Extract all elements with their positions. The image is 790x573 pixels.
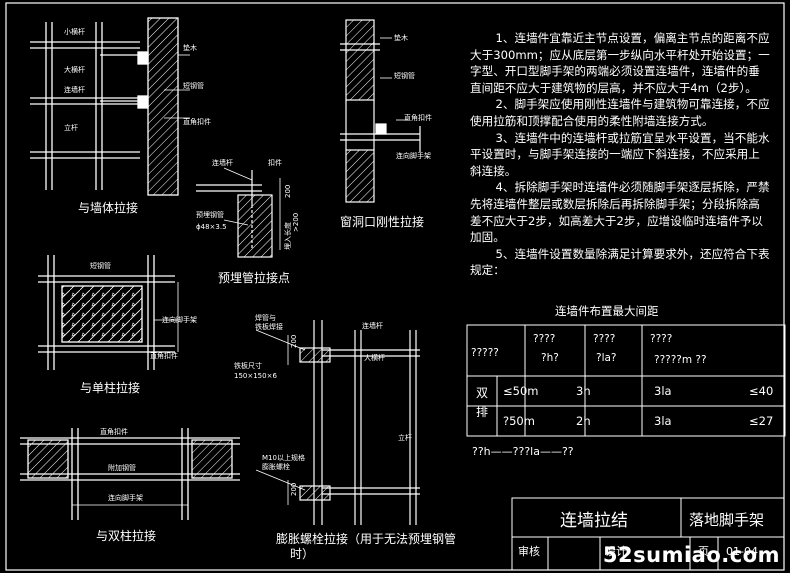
construction-notes: 1、连墙件宜靠近主节点设置，偏离主节点的距离不应大于300mm；应从底层第一步纵… xyxy=(470,30,770,279)
label-big-crossbar-2: 大横杆 xyxy=(364,353,385,362)
detail-wall-tie xyxy=(30,17,190,196)
table-header-horizontal: ???? xyxy=(593,333,615,345)
title-embed-pipe: 预埋管拉接点 xyxy=(218,270,290,285)
label-short-pipe: 短钢管 xyxy=(183,81,204,90)
row2-vertical: 2h xyxy=(576,414,591,428)
label-pipe-spec: ϕ48×3.5 xyxy=(196,223,227,231)
detail-window-tie xyxy=(340,19,421,203)
label-welded-seam: 焊管与 xyxy=(255,313,276,322)
label-short-pipe-2: 短钢管 xyxy=(394,71,415,80)
title-block-grid xyxy=(511,497,785,571)
label-dim-200-3: 200 xyxy=(290,483,298,496)
label-embedded-pipe: 预埋钢管 xyxy=(196,210,224,219)
table-header-horizontal-unit: ?la? xyxy=(596,352,617,364)
watermark: 52sumiao.com xyxy=(602,543,780,567)
label-dim-200: 200 xyxy=(284,185,292,198)
row1-height: ≤50m xyxy=(503,384,538,398)
note-2: 2、脚手架应使用刚性连墙件与建筑物可靠连接，不应使用拉筋和顶撑配合使用的柔性附墙… xyxy=(470,97,770,128)
label-bolt-2: 膨胀螺栓 xyxy=(262,462,290,471)
row2-horizontal: 3la xyxy=(654,414,672,428)
label-wall-tie-rod: 连墙杆 xyxy=(64,85,85,94)
label-upright-2: 立杆 xyxy=(398,433,412,442)
label-dim-ge200: >200 xyxy=(292,213,300,232)
note-5: 5、连墙件设置数量除满足计算要求外，还应符合下表规定： xyxy=(470,246,770,278)
label-clamp: 扣件 xyxy=(268,158,282,167)
title-block-design: 设计 xyxy=(605,545,627,558)
label-plate-size-1: 铁板尺寸 xyxy=(234,361,262,370)
sheet-border xyxy=(5,2,785,571)
label-to-scaffold-3: 连向脚手架 xyxy=(108,493,143,502)
note-3: 3、连墙件中的连墙杆或拉筋宜呈水平设置，当不能水平设置时，与脚手架连接的一端应下… xyxy=(470,130,770,178)
label-right-angle-clamp-2: 直角扣件 xyxy=(404,113,432,122)
label-right-angle-clamp-4: 直角扣件 xyxy=(100,427,128,436)
table-header-area: ???? xyxy=(650,333,672,345)
title-block-category: 落地脚手架 xyxy=(689,511,764,529)
note-1: 1、连墙件宜靠近主节点设置，偏离主节点的距离不应大于300mm；应从底层第一步纵… xyxy=(470,31,770,95)
title-wall-tie: 与墙体拉接 xyxy=(78,200,138,215)
row2-area: ≤27 xyxy=(749,414,773,428)
title-expansion-bolt-1: 膨胀螺栓拉接（用于无法预埋钢管 xyxy=(276,531,456,546)
title-window-tie: 窗洞口刚性拉接 xyxy=(340,214,424,229)
label-bolt-1: M10以上规格 xyxy=(262,453,305,462)
spacing-table-grid xyxy=(466,324,786,437)
label-right-angle-clamp-3: 直角扣件 xyxy=(150,351,178,360)
title-block-page-label: 页 xyxy=(698,545,709,558)
row1-horizontal: 3la xyxy=(654,384,672,398)
label-dim-200-2: 200 xyxy=(290,335,298,348)
label-plate-size-2: 150×150×6 xyxy=(234,372,277,380)
label-wood-pad: 垫木 xyxy=(183,43,197,52)
row1-area: ≤40 xyxy=(749,384,773,398)
detail-embed-pipe xyxy=(196,167,281,258)
table-caption: 连墙件布置最大间距 xyxy=(555,304,659,318)
table-footnote: ??h——???la——?? xyxy=(472,445,574,458)
title-column-tie: 与单柱拉接 xyxy=(80,380,140,395)
table-header-height: ????? xyxy=(471,347,499,359)
detail-column-tie xyxy=(38,255,179,370)
row1-vertical: 3h xyxy=(576,384,591,398)
label-upright: 立杆 xyxy=(64,123,78,132)
label-to-scaffold: 连向脚手架 xyxy=(396,151,431,160)
label-wall-tie-rod-3: 连墙杆 xyxy=(362,321,383,330)
note-4: 4、拆除脚手架时连墙件必须随脚手架逐层拆除，严禁先将连墙件整层或数层拆除后再拆除… xyxy=(470,180,770,245)
row2-height: ?50m xyxy=(503,414,535,428)
label-short-pipe-3: 短钢管 xyxy=(90,261,111,270)
title-block-drawing-name: 连墙拉结 xyxy=(560,511,628,531)
table-group-label-2: 排 xyxy=(476,405,488,419)
label-welded-seam2: 铁板焊接 xyxy=(255,322,283,331)
label-big-crossbar: 大横杆 xyxy=(64,65,85,74)
title-double-column: 与双柱拉接 xyxy=(96,528,156,543)
label-attach-pipe: 附加钢管 xyxy=(108,463,136,472)
title-block-page-number: 01-04 xyxy=(726,545,758,558)
title-expansion-bolt-2: 时） xyxy=(290,547,314,561)
table-group-label-1: 双 xyxy=(476,386,488,400)
label-embed-depth: 埋入长度 xyxy=(283,222,292,250)
label-to-scaffold-2: 连向脚手架 xyxy=(162,315,197,324)
detail-double-column xyxy=(20,428,240,520)
label-small-crossbar: 小横杆 xyxy=(64,27,85,36)
table-header-vertical-unit: ?h? xyxy=(541,352,559,364)
title-block-review: 审核 xyxy=(518,544,540,558)
label-wood-pad-2: 垫木 xyxy=(394,33,408,42)
table-header-vertical: ???? xyxy=(533,333,555,345)
label-right-angle-clamp: 直角扣件 xyxy=(183,117,211,126)
label-wall-tie-rod-2: 连墙杆 xyxy=(212,158,233,167)
detail-expansion-bolt xyxy=(255,320,420,525)
table-header-area-unit: ?????m ?? xyxy=(654,354,707,366)
